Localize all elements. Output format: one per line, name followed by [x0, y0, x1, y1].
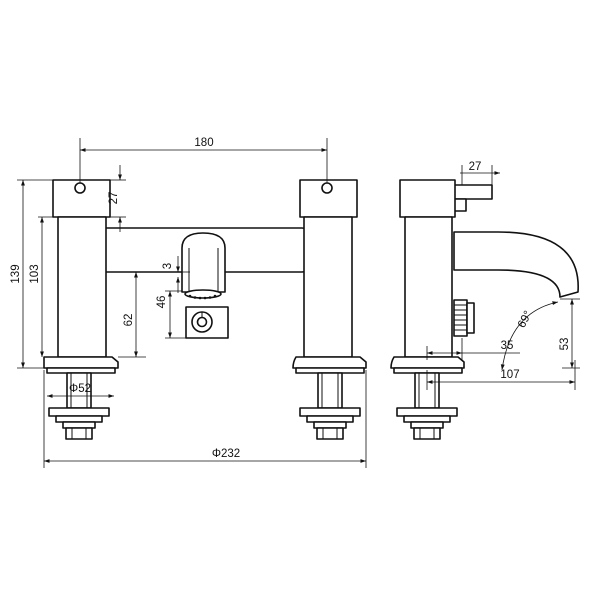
- left-fixing: [48, 372, 110, 440]
- diverter-block: [185, 306, 229, 339]
- side-view: [390, 179, 579, 440]
- dim-35: 35: [501, 340, 514, 352]
- dim-180: 180: [194, 137, 213, 149]
- dim-27-top: 27: [108, 192, 120, 205]
- aerator-rings: [188, 294, 217, 300]
- left-pillar: [43, 179, 119, 374]
- dim-62: 62: [123, 314, 135, 327]
- front-dimensions: 180 27 139 103 62 46 3 Φ52: [10, 137, 367, 468]
- dim-139: 139: [10, 264, 22, 283]
- dim-46: 46: [156, 296, 168, 309]
- dim-3: 3: [162, 263, 174, 269]
- right-fixing: [299, 372, 361, 440]
- dim-103: 103: [29, 264, 41, 283]
- dim-phi232: Φ232: [212, 448, 240, 460]
- spout-side: [453, 231, 579, 298]
- dim-107: 107: [500, 369, 519, 381]
- dim-53: 53: [559, 338, 571, 351]
- front-view: [43, 179, 367, 440]
- lever-handle: [453, 184, 493, 200]
- spout-front: [181, 232, 226, 300]
- right-pillar: [292, 179, 367, 374]
- side-dimensions: 27 53 35 107 69°: [426, 161, 580, 390]
- dim-phi52: Φ52: [69, 383, 91, 395]
- shower-outlet: [453, 299, 475, 337]
- dim-27-side: 27: [469, 161, 482, 173]
- dim-69deg: 69°: [516, 309, 535, 330]
